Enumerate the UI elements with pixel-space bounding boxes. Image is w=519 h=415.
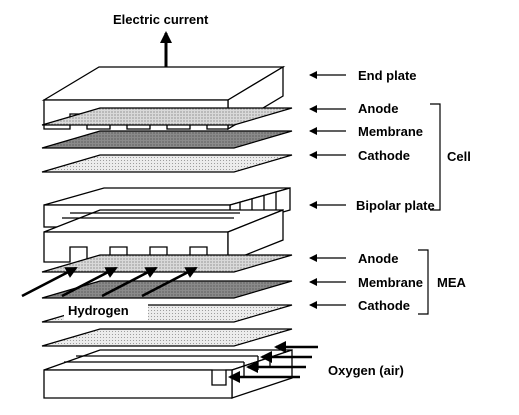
end-plate-label: End plate: [358, 68, 417, 83]
cathode-1-label: Cathode: [358, 148, 410, 163]
oxygen-label: Oxygen (air): [328, 363, 404, 378]
anode-layer-1: [41, 107, 293, 126]
cathode-2-label: Cathode: [358, 298, 410, 313]
anode-2-label: Anode: [358, 251, 398, 266]
bipolar-plate-label: Bipolar plate: [356, 198, 435, 213]
bipolar-plate: [43, 187, 291, 263]
cell-label: Cell: [447, 149, 471, 164]
next-cell-layer: [41, 328, 293, 347]
cell-bracket: [430, 103, 441, 211]
hydrogen-label: Hydrogen: [68, 303, 129, 318]
membrane-layer-1: [41, 130, 293, 149]
membrane-1-label: Membrane: [358, 124, 423, 139]
membrane-2-label: Membrane: [358, 275, 423, 290]
anode-1-label: Anode: [358, 101, 398, 116]
oxygen-arrows: [228, 341, 318, 383]
anode-layer-2: [41, 254, 293, 273]
electric-current-label: Electric current: [113, 12, 209, 27]
hydrogen-label-bg: [64, 300, 148, 320]
mea-label: MEA: [437, 275, 467, 290]
cathode-layer-1: [41, 154, 293, 173]
bottom-end-plate: [43, 349, 293, 399]
mea-bracket: [418, 249, 429, 315]
hydrogen-arrows: [21, 266, 198, 298]
